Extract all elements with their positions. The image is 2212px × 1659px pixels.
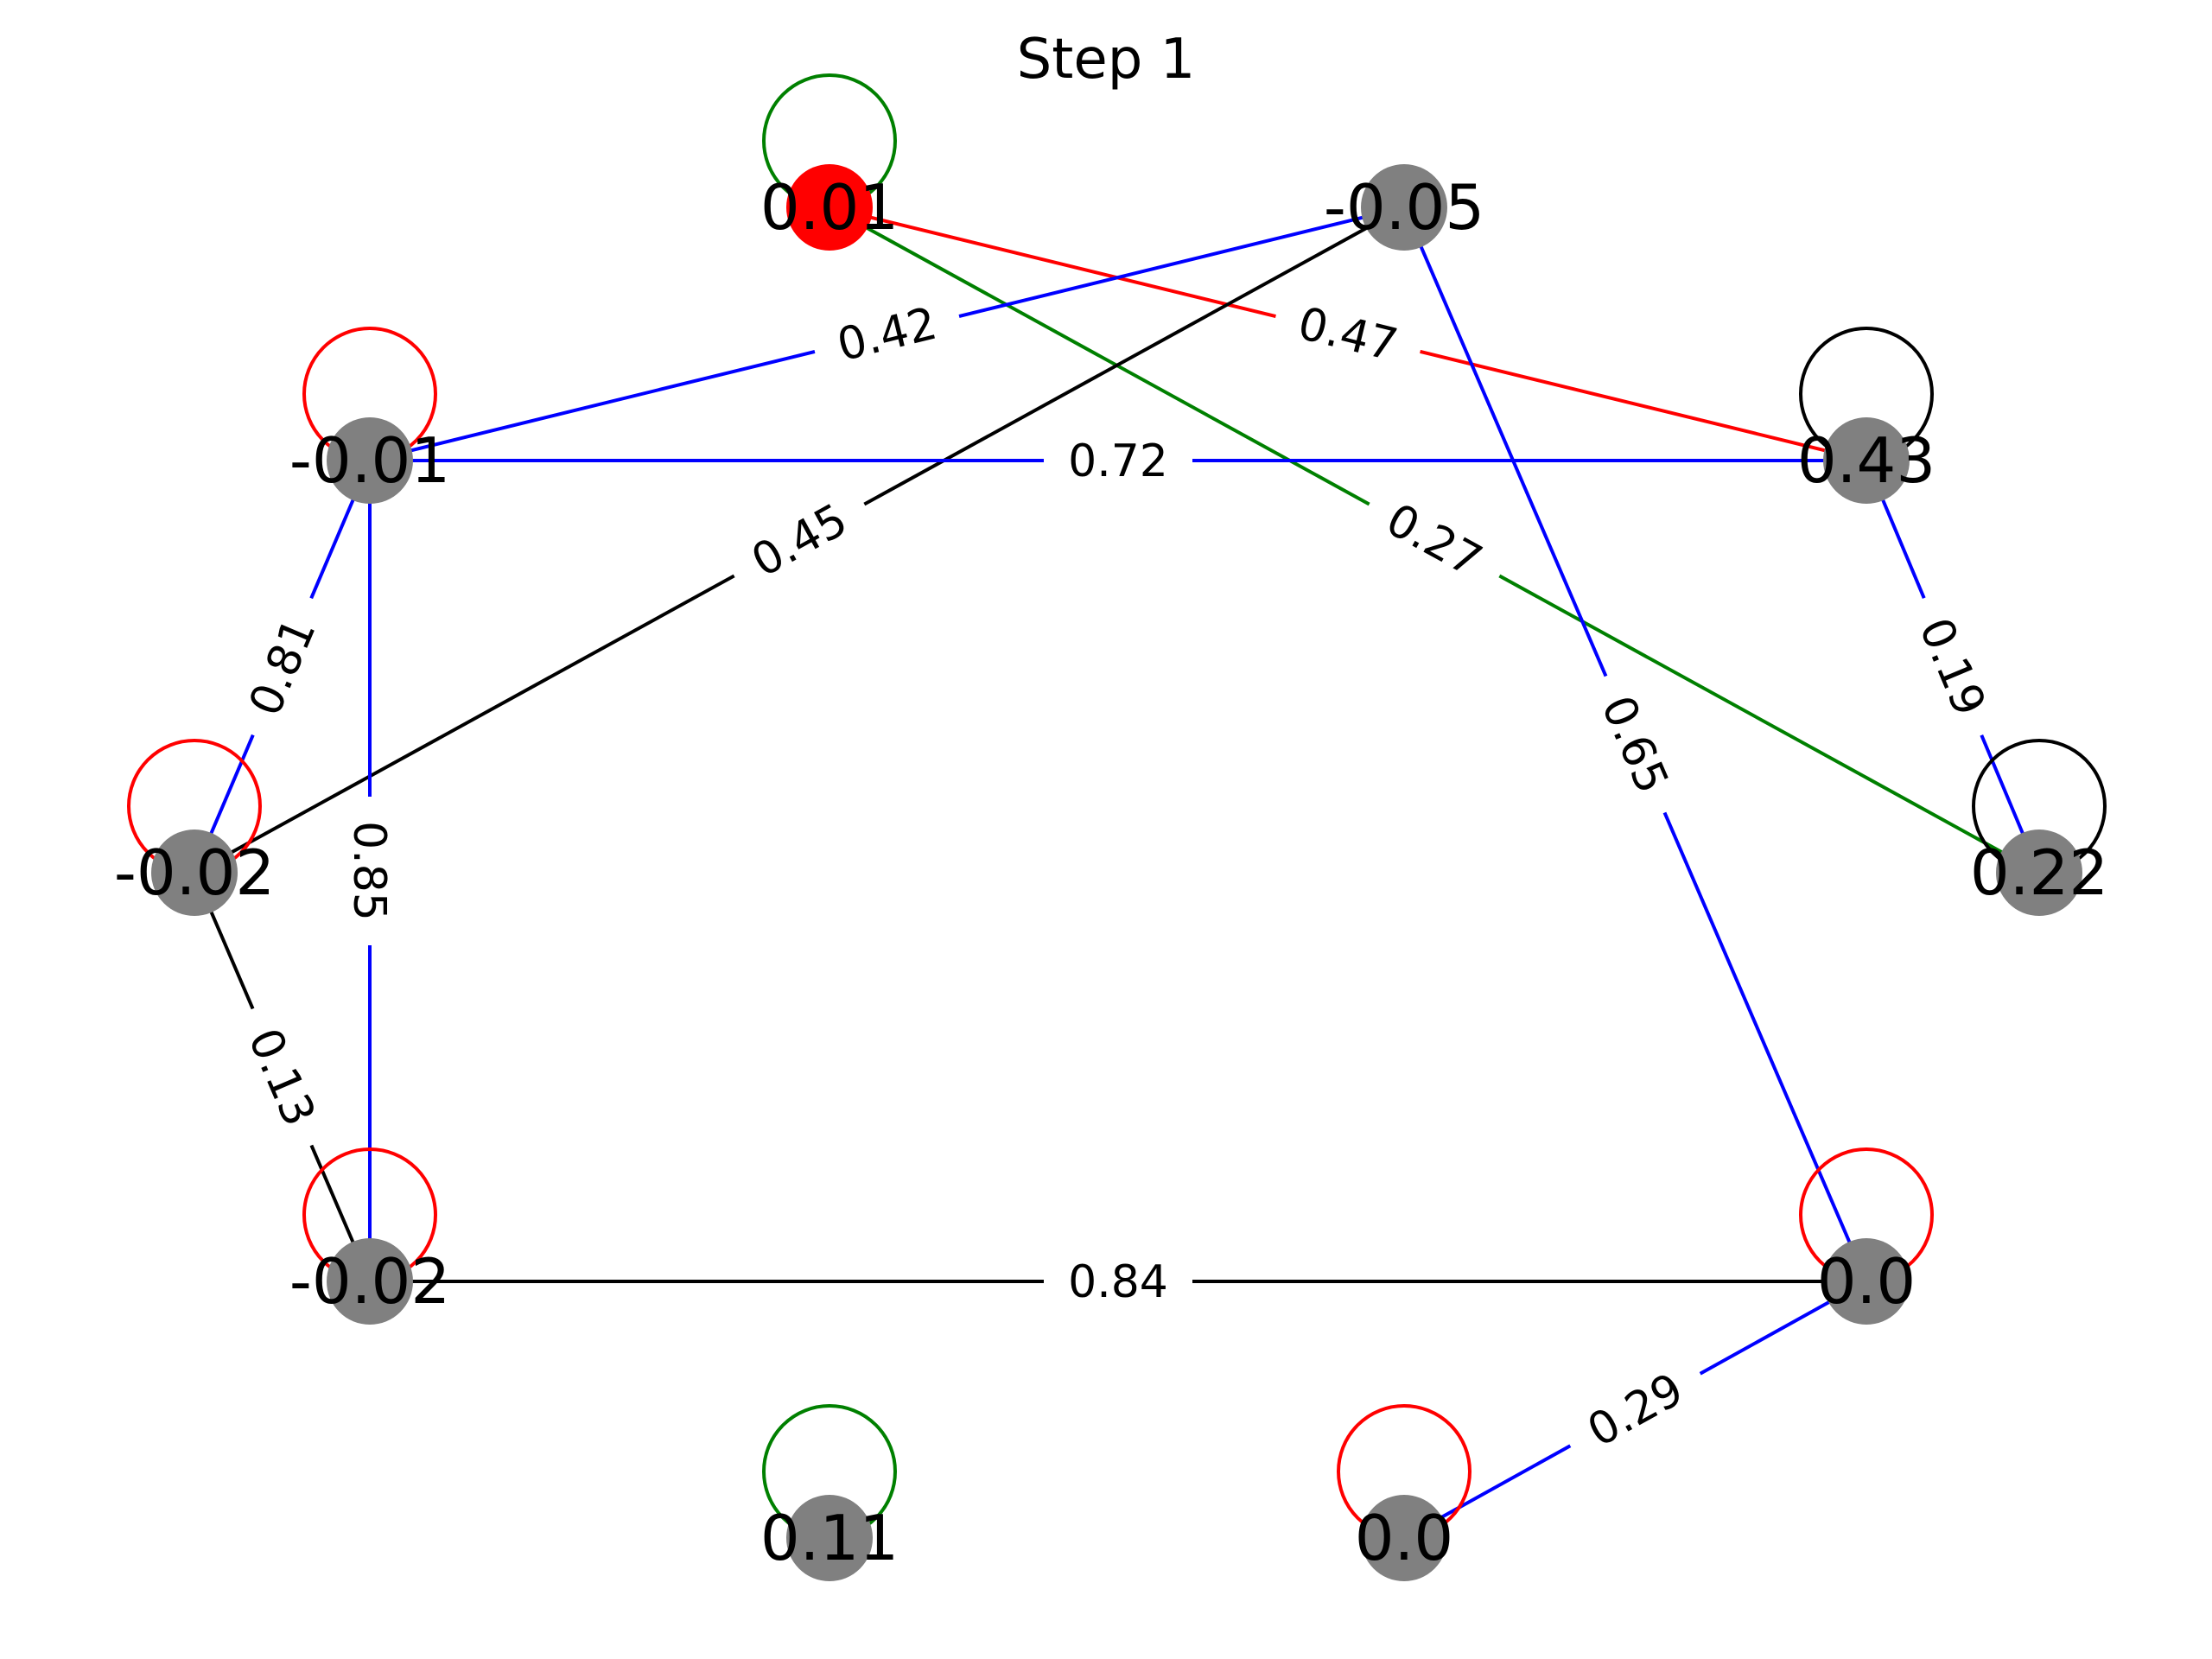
node-4[interactable]: [1823, 1238, 1910, 1325]
node-label: 0.22: [1970, 836, 2108, 909]
edge-label-background: [1268, 286, 1428, 382]
node-9[interactable]: [327, 417, 413, 504]
node-labels-layer: 0.01 -0.05 0.43 0.22 0.0 0.0 0.11 -0.02 -0.02 -0.…: [114, 171, 2108, 1574]
edge-label-background: [224, 996, 340, 1158]
edge-label-background: [1554, 1346, 1716, 1473]
edge-weight-label: 0.47: [1293, 298, 1402, 372]
edge-label-background: [1044, 1250, 1192, 1313]
edge-label-group: 0.85: [339, 797, 401, 945]
edge-labels-layer: 0.47 0.27 0.42 0.45 0.65 0.72 0.19 0.81 0.85 0.13…: [224, 286, 2011, 1473]
edge-label-group: 0.84: [1044, 1250, 1192, 1313]
edge-label-background: [224, 586, 340, 747]
node-7[interactable]: [327, 1238, 413, 1325]
edge-label-group: 0.13: [224, 996, 340, 1158]
node-0[interactable]: [786, 164, 873, 251]
node-label: -0.02: [114, 836, 275, 909]
node-label: -0.02: [289, 1245, 450, 1318]
edge-weight-label: 0.42: [832, 298, 942, 372]
edge-label-background: [807, 286, 967, 382]
edge-weight-label: 0.72: [1068, 435, 1168, 487]
edge-label-group: 0.19: [1895, 586, 2011, 747]
node-label: -0.05: [1324, 171, 1484, 244]
edge-label-background: [1577, 664, 1694, 825]
node-label: 0.01: [760, 171, 899, 244]
edge-label-background: [339, 797, 401, 945]
node-5[interactable]: [1361, 1495, 1447, 1581]
edge-label-background: [1354, 477, 1515, 603]
edge-label-group: 0.47: [1268, 286, 1428, 382]
node-1[interactable]: [1361, 164, 1447, 251]
edge-label-background: [719, 477, 880, 603]
node-2[interactable]: [1823, 417, 1910, 504]
graph-title: Step 1: [1017, 28, 1196, 92]
self-loops-layer: [127, 73, 2107, 1539]
edge-weight-label: 0.85: [343, 821, 395, 921]
node-label: 0.11: [760, 1502, 899, 1574]
edge-label-group: 0.42: [807, 286, 967, 382]
edge-label-group: 0.27: [1354, 477, 1515, 603]
node-8[interactable]: [151, 830, 238, 916]
edge-label-group: 0.81: [224, 586, 340, 747]
nodes-layer: [151, 164, 2082, 1581]
node-label: -0.01: [289, 424, 450, 497]
node-6[interactable]: [786, 1495, 873, 1581]
edge-label-group: 0.72: [1044, 429, 1192, 492]
edge-label-group: 0.65: [1577, 664, 1694, 825]
edges-layer: [193, 206, 2041, 1540]
node-label: 0.43: [1797, 424, 1936, 497]
edge-label-background: [1895, 586, 2011, 747]
node-label: 0.0: [1817, 1245, 1916, 1318]
edge-weight-label: 0.84: [1068, 1256, 1168, 1308]
edge-label-group: 0.45: [719, 477, 880, 603]
edge-label-background: [1044, 429, 1192, 492]
node-3[interactable]: [1996, 830, 2082, 916]
node-label: 0.0: [1355, 1502, 1454, 1574]
edge-label-group: 0.29: [1554, 1346, 1716, 1473]
